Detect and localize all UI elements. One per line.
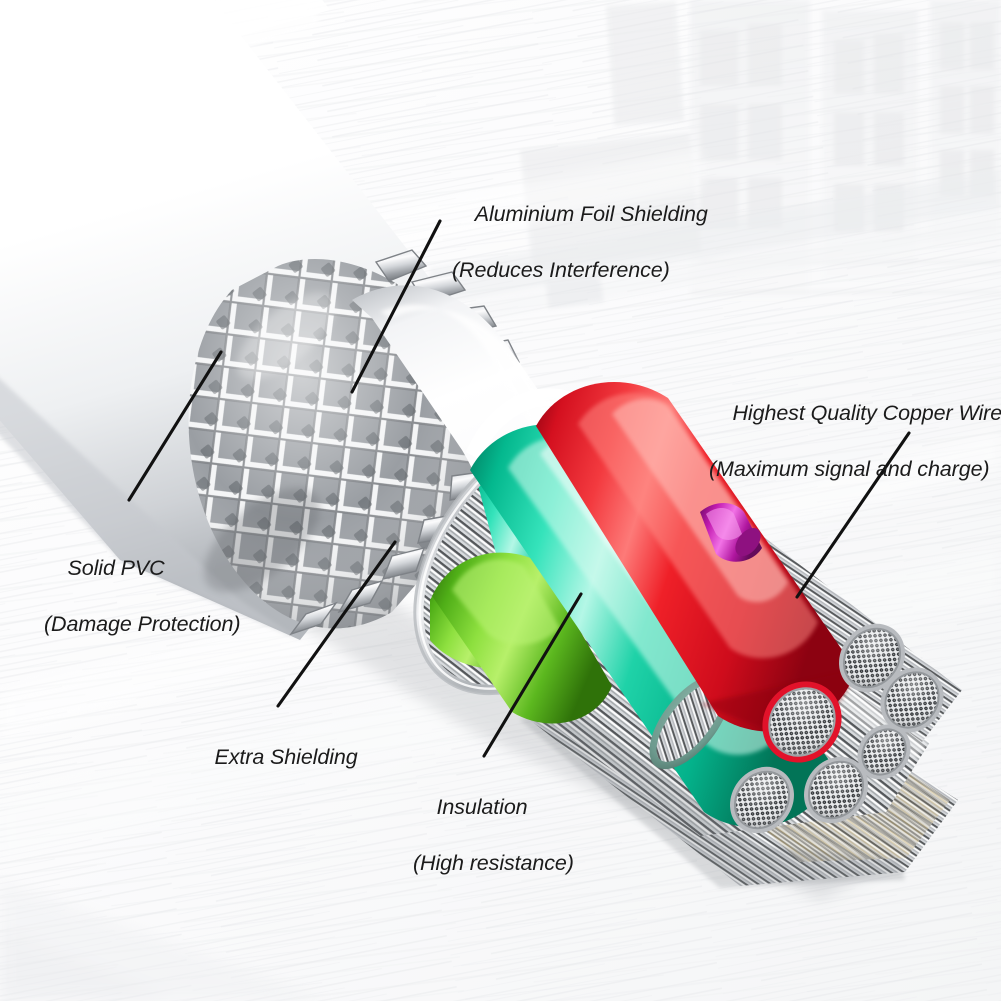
callout-solid-pvc: Solid PVC (Damage Protection) — [44, 526, 241, 694]
leader-insulation — [482, 592, 583, 758]
callout-insulation: Insulation (High resistance) — [413, 765, 574, 933]
callout-line2: (High resistance) — [413, 851, 574, 875]
callout-line2: (Maximum signal and charge) — [709, 457, 990, 481]
callout-line1: Insulation — [436, 795, 528, 819]
strand-end-a — [839, 623, 905, 693]
cable-assembly — [0, 0, 962, 900]
strand-end-e — [857, 724, 911, 780]
callout-aluminium-foil-shielding: Aluminium Foil Shielding (Reduces Interf… — [452, 172, 708, 340]
callout-extra-shielding: Extra Shielding — [191, 715, 358, 799]
callout-line2: (Damage Protection) — [44, 612, 241, 636]
callout-line1: Solid PVC — [67, 556, 165, 580]
leader-extra-shielding — [276, 540, 397, 708]
strand-cross-sections — [730, 623, 944, 834]
leader-aluminium-foil-shielding — [350, 219, 442, 394]
callout-line2: (Reduces Interference) — [452, 258, 670, 282]
leader-solid-pvc — [127, 350, 223, 502]
callout-line1: Aluminium Foil Shielding — [474, 202, 708, 226]
callout-line1: Extra Shielding — [214, 745, 358, 769]
callout-leader-lines — [127, 219, 911, 758]
magenta-wire — [700, 503, 762, 562]
background-slabs — [430, 170, 1001, 322]
strand-end-in-red — [762, 681, 842, 763]
green-data-wire — [432, 552, 612, 724]
strand-end-c — [804, 756, 868, 824]
callout-highest-quality-copper-wire: Highest Quality Copper Wire (Maximum sig… — [709, 371, 1001, 539]
strand-end-d — [730, 766, 794, 834]
strand-end-b — [880, 667, 944, 733]
leader-highest-quality-copper-wire — [795, 431, 911, 599]
callout-line1: Highest Quality Copper Wire — [732, 401, 1001, 425]
